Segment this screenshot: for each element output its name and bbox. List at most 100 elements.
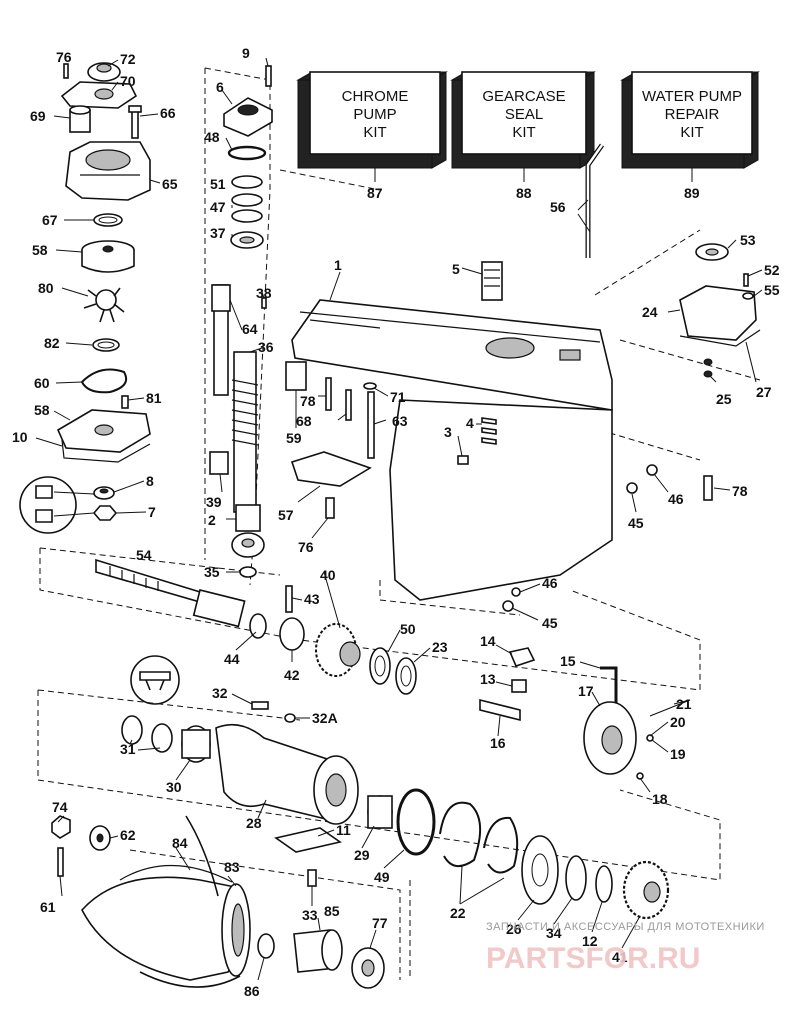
part-label: 62 (120, 827, 136, 843)
watermark-caption: ЗАПЧАСТИ И АКСЕССУАРЫ ДЛЯ МОТОТЕХНИКИ (486, 921, 765, 933)
part-label: 85 (324, 903, 340, 919)
part-label: 46 (668, 491, 684, 507)
gearcase-housing (285, 143, 761, 612)
part-label: 13 (480, 671, 496, 687)
part-label: 35 (204, 564, 220, 580)
part-label: 5 (452, 261, 460, 277)
part-label: 57 (278, 507, 294, 523)
part-label: 46 (542, 575, 558, 591)
part-label: 60 (34, 375, 50, 391)
assembly-guide-lines (37, 67, 761, 980)
part-label: 1 (334, 257, 342, 273)
part-label: 61 (40, 899, 56, 915)
part-label: 78 (300, 393, 316, 409)
part-label: 11 (336, 822, 351, 838)
part-label: 20 (670, 714, 686, 730)
part-label: 42 (284, 667, 300, 683)
kit-waterpump-line3: KIT (680, 124, 703, 141)
part-label: 10 (12, 429, 28, 445)
kit-number-87: 87 (367, 185, 383, 201)
part-label: 41 (612, 949, 628, 965)
part-label: 58 (34, 402, 50, 418)
bearing-carrier-parts (121, 655, 670, 920)
part-label: 71 (390, 389, 406, 405)
part-label: 84 (172, 835, 188, 851)
kit-box-chrome-pump (296, 71, 448, 169)
part-label: 32A (312, 710, 338, 726)
part-label: 82 (44, 335, 60, 351)
part-label: 66 (160, 105, 176, 121)
part-label: 65 (162, 176, 178, 192)
leader-lines (35, 57, 763, 981)
part-label: 4 (466, 415, 474, 431)
part-label: 78 (732, 483, 748, 499)
part-label: 50 (400, 621, 416, 637)
propeller-parts (51, 815, 385, 989)
part-label: 24 (642, 304, 658, 320)
part-label: 25 (716, 391, 732, 407)
part-label: 39 (206, 494, 222, 510)
part-label: 9 (242, 45, 250, 61)
part-label: 3 (444, 424, 452, 440)
kit-box-gearcase-seal (450, 71, 596, 169)
water-pump-parts (19, 62, 151, 534)
kit-gearcase-line2: SEAL (505, 106, 543, 123)
part-label: 68 (296, 413, 312, 429)
part-label: 59 (286, 430, 302, 446)
part-label: 31 (120, 741, 136, 757)
part-label: 80 (38, 280, 54, 296)
part-label: 34 (546, 925, 562, 941)
part-label: 29 (354, 847, 370, 863)
part-label: 28 (246, 815, 262, 831)
part-label: 15 (560, 653, 576, 669)
part-label: 23 (432, 639, 448, 655)
part-label: 83 (224, 859, 240, 875)
part-label: 86 (244, 983, 260, 999)
part-label: 72 (120, 51, 136, 67)
part-label: 12 (582, 933, 598, 949)
kit-chrome-line1: CHROME (342, 88, 409, 105)
part-label: 14 (480, 633, 496, 649)
part-label: 33 (302, 907, 318, 923)
part-label: 45 (628, 515, 644, 531)
part-label: 27 (756, 384, 772, 400)
kit-number-88: 88 (516, 185, 532, 201)
part-label: 77 (372, 915, 388, 931)
part-label: 52 (764, 262, 780, 278)
part-label: 26 (506, 921, 522, 937)
part-label: 36 (258, 339, 274, 355)
part-label: 63 (392, 413, 408, 429)
part-label: 38 (256, 285, 272, 301)
part-label: 43 (304, 591, 320, 607)
part-label: 69 (30, 108, 46, 124)
part-label: 76 (56, 49, 72, 65)
part-label: 8 (146, 473, 154, 489)
part-label: 2 (208, 512, 216, 528)
kit-chrome-line2: PUMP (353, 106, 396, 123)
part-label: 76 (298, 539, 314, 555)
propshaft-parts (95, 558, 691, 780)
part-number-labels: 76 72 70 69 66 65 67 58 80 82 60 81 58 1… (12, 45, 780, 999)
part-label: 22 (450, 905, 466, 921)
kit-waterpump-line2: REPAIR (665, 106, 720, 123)
part-label: 74 (52, 799, 68, 815)
part-label: 44 (224, 651, 240, 667)
kit-waterpump-line1: WATER PUMP (642, 88, 742, 105)
part-label: 64 (242, 321, 258, 337)
part-label: 56 (550, 199, 566, 215)
part-label: 19 (670, 746, 686, 762)
part-label: 48 (204, 129, 220, 145)
part-label: 17 (578, 683, 594, 699)
part-label: 81 (146, 390, 162, 406)
part-label: 67 (42, 212, 58, 228)
part-label: 6 (216, 79, 224, 95)
part-label: 21 (676, 696, 692, 712)
kit-number-89: 89 (684, 185, 700, 201)
kit-box-water-pump-repair (620, 71, 760, 169)
kit-gearcase-line1: GEARCASE (482, 88, 565, 105)
part-label: 32 (212, 685, 228, 701)
part-label: 54 (136, 547, 152, 563)
part-label: 49 (374, 869, 390, 885)
